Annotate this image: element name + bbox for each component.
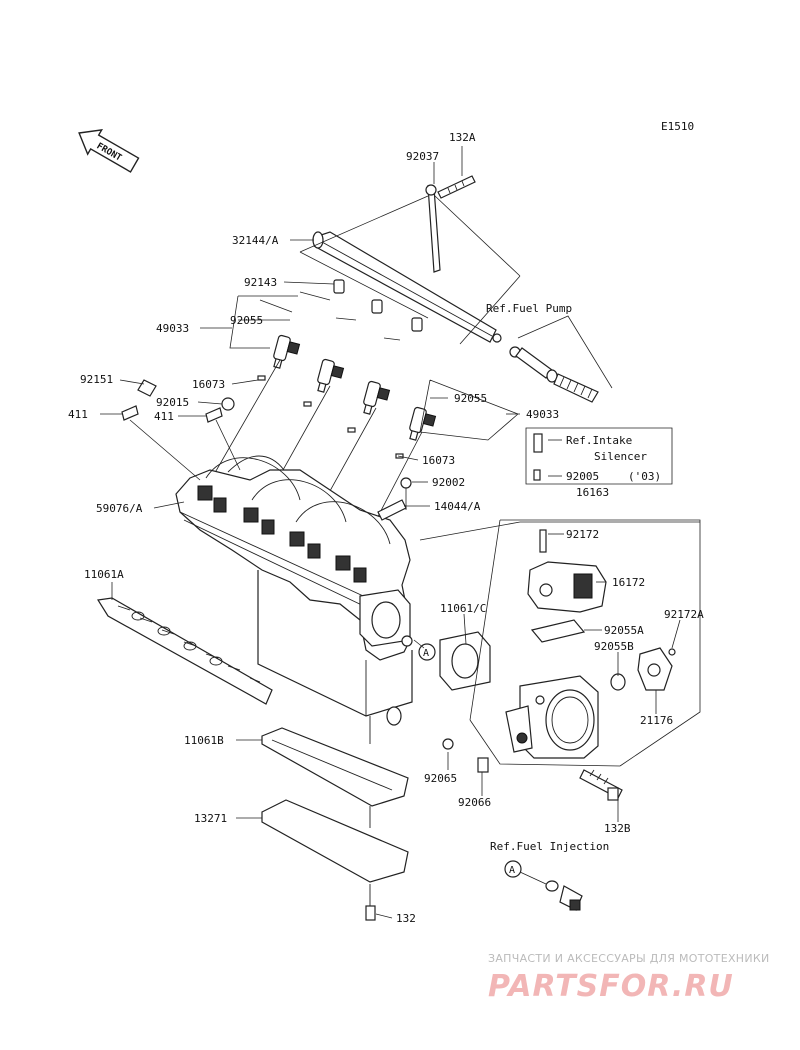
bolt-132b: [579, 769, 623, 801]
diagram-code: E1510: [661, 120, 694, 133]
watermark-logo: PARTSFOR.RU: [488, 969, 734, 1004]
label-11061a: 11061A: [84, 568, 124, 581]
label-132b: 132B: [604, 822, 631, 835]
callout-a-2: A: [504, 860, 522, 878]
label-16073-bottom: 16073: [422, 454, 455, 467]
gasket-92055a: [530, 619, 586, 643]
label-49033-left: 49033: [156, 322, 189, 335]
label-132a: 132A: [449, 131, 476, 144]
intake-manifold: [175, 455, 413, 661]
label-59076a: 59076/A: [96, 502, 143, 515]
label-92172a: 92172A: [664, 608, 704, 621]
fuel-injection-ref: [545, 880, 583, 911]
label-21176: 21176: [640, 714, 673, 727]
label-92066: 92066: [458, 796, 491, 809]
label-411-left: 411: [68, 408, 88, 421]
label-92172: 92172: [566, 528, 599, 541]
label-92055-right: 92055: [454, 392, 487, 405]
label-leaders: [100, 146, 681, 919]
gasket-11061a: [97, 597, 273, 705]
label-14044a: 14044/A: [434, 500, 481, 513]
cover-13271: [261, 799, 409, 883]
label-92065: 92065: [424, 772, 457, 785]
label-92143: 92143: [244, 276, 277, 289]
label-411-mid: 411: [154, 410, 174, 423]
ref-intake-line2: Silencer: [594, 450, 647, 463]
label-49033-right: 49033: [526, 408, 559, 421]
fuel-injectors: [204, 291, 437, 571]
gasket-11061c: [439, 631, 491, 691]
front-arrow-icon: FRONT: [78, 128, 140, 173]
label-11061c: 11061/C: [440, 602, 486, 615]
label-132: 132: [396, 912, 416, 925]
label-13271: 13271: [194, 812, 227, 825]
isc-valve: [527, 529, 607, 613]
plenum-body: [257, 570, 413, 726]
small-fasteners: [121, 379, 489, 921]
callout-a-1: A: [418, 643, 436, 661]
tps-sensor: [610, 647, 676, 691]
label-16172: 16172: [612, 576, 645, 589]
label-16163: 16163: [576, 486, 609, 499]
label-92151: 92151: [80, 373, 113, 386]
ref-fuel-injection: Ref.Fuel Injection: [490, 840, 609, 853]
label-92005: 92005: [566, 470, 599, 483]
ref-fuel-pump: Ref.Fuel Pump: [486, 302, 572, 315]
throttle-body: [505, 675, 599, 759]
label-92002: 92002: [432, 476, 465, 489]
watermark: ЗАПЧАСТИ И АКСЕССУАРЫ ДЛЯ МОТОТЕХНИКИ PA…: [488, 952, 770, 1004]
reference-labels: Ref.Fuel Pump Ref.Intake Silencer ('03) …: [486, 302, 661, 853]
ref-intake-line1: Ref.Intake: [566, 434, 632, 447]
ref-intake-year: ('03): [628, 470, 661, 483]
fuel-rail-assembly: [299, 175, 613, 403]
watermark-tagline: ЗАПЧАСТИ И АКСЕССУАРЫ ДЛЯ МОТОТЕХНИКИ: [488, 952, 770, 965]
svg-text:A: A: [509, 865, 515, 876]
gasket-11061b: [261, 727, 409, 807]
label-92055a: 92055A: [604, 624, 644, 637]
label-11061b: 11061B: [184, 734, 224, 747]
label-16073-top: 16073: [192, 378, 225, 391]
part-labels: 132A 92037 32144/A 92143 49033 92055 921…: [68, 131, 704, 925]
label-92055-left: 92055: [230, 314, 263, 327]
label-32144a: 32144/A: [232, 234, 279, 247]
label-92037: 92037: [406, 150, 439, 163]
svg-text:A: A: [423, 648, 429, 659]
intake-ref-box: [525, 427, 673, 485]
label-92015: 92015: [156, 396, 189, 409]
label-92055b: 92055B: [594, 640, 634, 653]
